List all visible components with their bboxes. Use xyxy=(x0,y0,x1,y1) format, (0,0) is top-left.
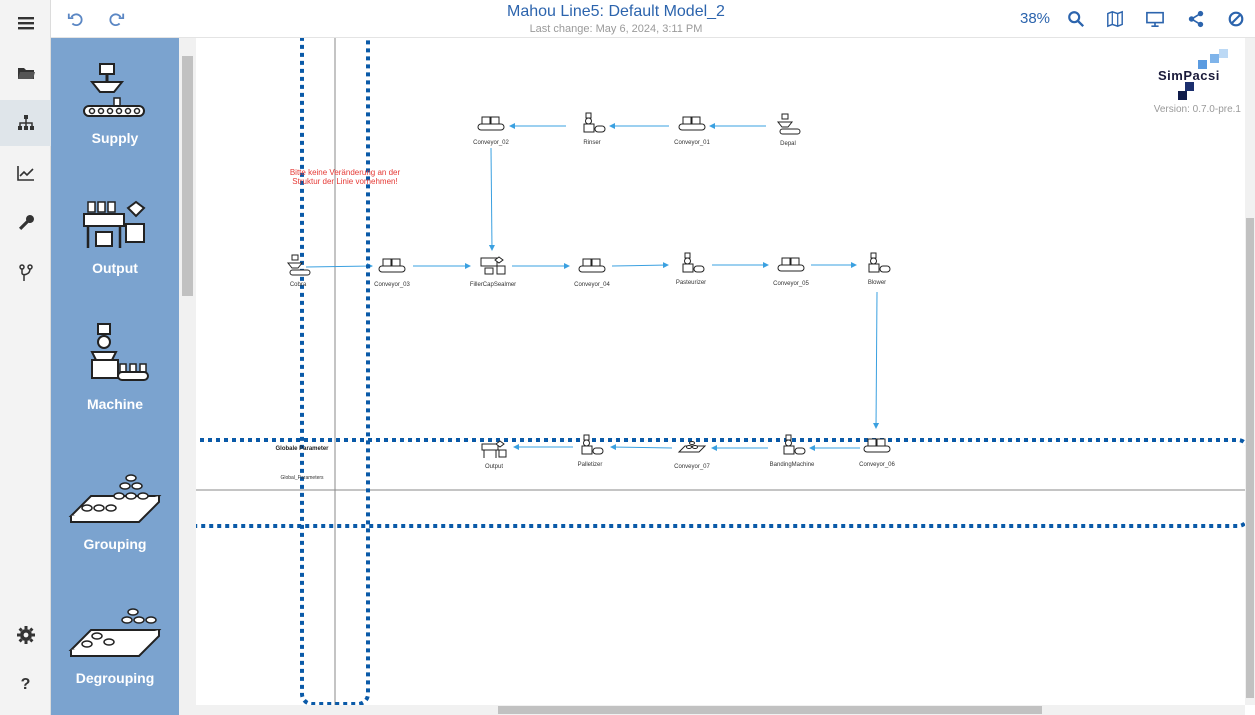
brand-logo: SimPacsi xyxy=(1158,48,1243,118)
palette-item-grouping[interactable]: Grouping xyxy=(51,472,179,552)
node-cobra[interactable]: Cobra xyxy=(268,254,328,288)
palette-label-machine: Machine xyxy=(86,396,143,412)
node-output[interactable]: Output xyxy=(464,438,524,470)
node-conveyor-06[interactable]: Conveyor_06 xyxy=(847,436,907,468)
node-conveyor-02[interactable]: Conveyor_02 xyxy=(461,114,521,146)
conveyor-icon xyxy=(863,438,891,453)
output-icon xyxy=(83,200,146,248)
supply-icon xyxy=(83,63,145,117)
palette-item-supply[interactable]: Supply xyxy=(51,60,179,146)
filler-icon xyxy=(480,256,506,275)
global-parameters-node[interactable]: Globale Parameter Global_Parameters xyxy=(272,446,332,481)
brand-name: SimPacsi xyxy=(1158,68,1220,83)
node-conveyor-05[interactable]: Conveyor_05 xyxy=(761,255,821,287)
canvas-horizontal-scrollbar[interactable] xyxy=(196,705,1245,715)
version-text: Version: 0.7.0-pre.1 xyxy=(1153,104,1241,115)
conveyor-icon xyxy=(378,258,406,273)
palette-item-output[interactable]: Output xyxy=(51,198,179,276)
supply-icon xyxy=(776,113,801,135)
node-depal[interactable]: Depal xyxy=(758,113,818,147)
left-rail: ? xyxy=(0,0,51,715)
palette-label-degrouping: Degrouping xyxy=(75,670,155,686)
machine-icon xyxy=(583,112,606,133)
global-parameters-label: Global_Parameters xyxy=(280,475,324,481)
node-blower[interactable]: Blower xyxy=(847,252,907,286)
machine-icon xyxy=(682,252,705,273)
node-conveyor-07[interactable]: Conveyor_07 xyxy=(662,438,722,470)
share-icon[interactable] xyxy=(1185,8,1207,30)
model-canvas[interactable]: Bitte keine Veränderung an der Struktur … xyxy=(196,38,1246,705)
sitemap-icon[interactable] xyxy=(0,100,51,146)
conveyor-icon xyxy=(477,116,505,131)
global-parameters-title: Globale Parameter xyxy=(275,446,329,452)
node-filler[interactable]: FillerCapSealmer xyxy=(463,254,523,288)
folder-icon[interactable] xyxy=(0,50,51,96)
node-conveyor-04[interactable]: Conveyor_04 xyxy=(562,256,622,288)
grouping-icon xyxy=(677,441,707,453)
node-pasteurizer[interactable]: Pasteurizer xyxy=(661,252,721,286)
palette-scroll-thumb[interactable] xyxy=(182,56,193,296)
header: Mahou Line5: Default Model_2 Last change… xyxy=(51,0,1255,38)
canvas-connections xyxy=(196,38,1246,705)
undo-icon[interactable] xyxy=(65,8,87,30)
warning-text: Bitte keine Veränderung an der Struktur … xyxy=(289,168,401,186)
monitor-icon[interactable] xyxy=(1144,8,1166,30)
machine-icon xyxy=(783,434,806,455)
last-change-text: Last change: May 6, 2024, 3:11 PM xyxy=(529,23,703,35)
palette-item-degrouping[interactable]: Degrouping xyxy=(51,606,179,686)
palette-scrollbar[interactable] xyxy=(179,38,196,715)
machine-icon xyxy=(90,323,149,381)
redo-icon[interactable] xyxy=(105,8,127,30)
logo-icon xyxy=(1178,49,1228,100)
conveyor-icon xyxy=(578,258,606,273)
element-palette: Supply Output Machine xyxy=(51,38,179,715)
chart-line-icon[interactable] xyxy=(0,150,51,196)
connection xyxy=(611,262,669,269)
wrench-icon[interactable] xyxy=(0,200,51,246)
highlight-box-vertical xyxy=(300,38,370,705)
horizontal-scroll-thumb[interactable] xyxy=(498,706,1042,714)
map-icon[interactable] xyxy=(1104,8,1126,30)
connection xyxy=(305,263,373,270)
search-icon[interactable] xyxy=(1065,8,1087,30)
palette-item-machine[interactable]: Machine xyxy=(51,322,179,412)
connection xyxy=(610,444,673,451)
palette-label-grouping: Grouping xyxy=(83,536,147,552)
page-title: Mahou Line5: Default Model_2 xyxy=(507,3,725,20)
grouping-icon xyxy=(68,474,162,523)
connection xyxy=(488,147,495,251)
menu-icon[interactable] xyxy=(0,0,51,46)
canvas-vertical-scrollbar[interactable] xyxy=(1245,38,1255,705)
palette-label-supply: Supply xyxy=(91,130,139,146)
machine-icon xyxy=(868,252,891,273)
conveyor-icon xyxy=(678,116,706,131)
help-icon[interactable]: ? xyxy=(20,676,31,693)
supply-icon xyxy=(286,254,311,276)
settings-icon[interactable] xyxy=(0,612,51,658)
block-icon[interactable] xyxy=(1225,8,1247,30)
connection xyxy=(873,291,880,429)
fork-icon[interactable] xyxy=(0,250,51,296)
conveyor-icon xyxy=(777,257,805,272)
vertical-scroll-thumb[interactable] xyxy=(1246,218,1254,698)
palette-label-output: Output xyxy=(92,260,138,276)
node-rinser[interactable]: Rinser xyxy=(562,112,622,146)
machine-icon xyxy=(581,434,604,455)
node-conveyor-03[interactable]: Conveyor_03 xyxy=(362,256,422,288)
node-conveyor-01[interactable]: Conveyor_01 xyxy=(662,114,722,146)
node-palletizer[interactable]: Palletizer xyxy=(560,434,620,468)
zoom-level[interactable]: 38% xyxy=(1020,10,1051,27)
node-banding-machine[interactable]: BandingMachine xyxy=(762,434,822,468)
degrouping-icon xyxy=(68,608,162,657)
output-icon xyxy=(481,440,507,458)
